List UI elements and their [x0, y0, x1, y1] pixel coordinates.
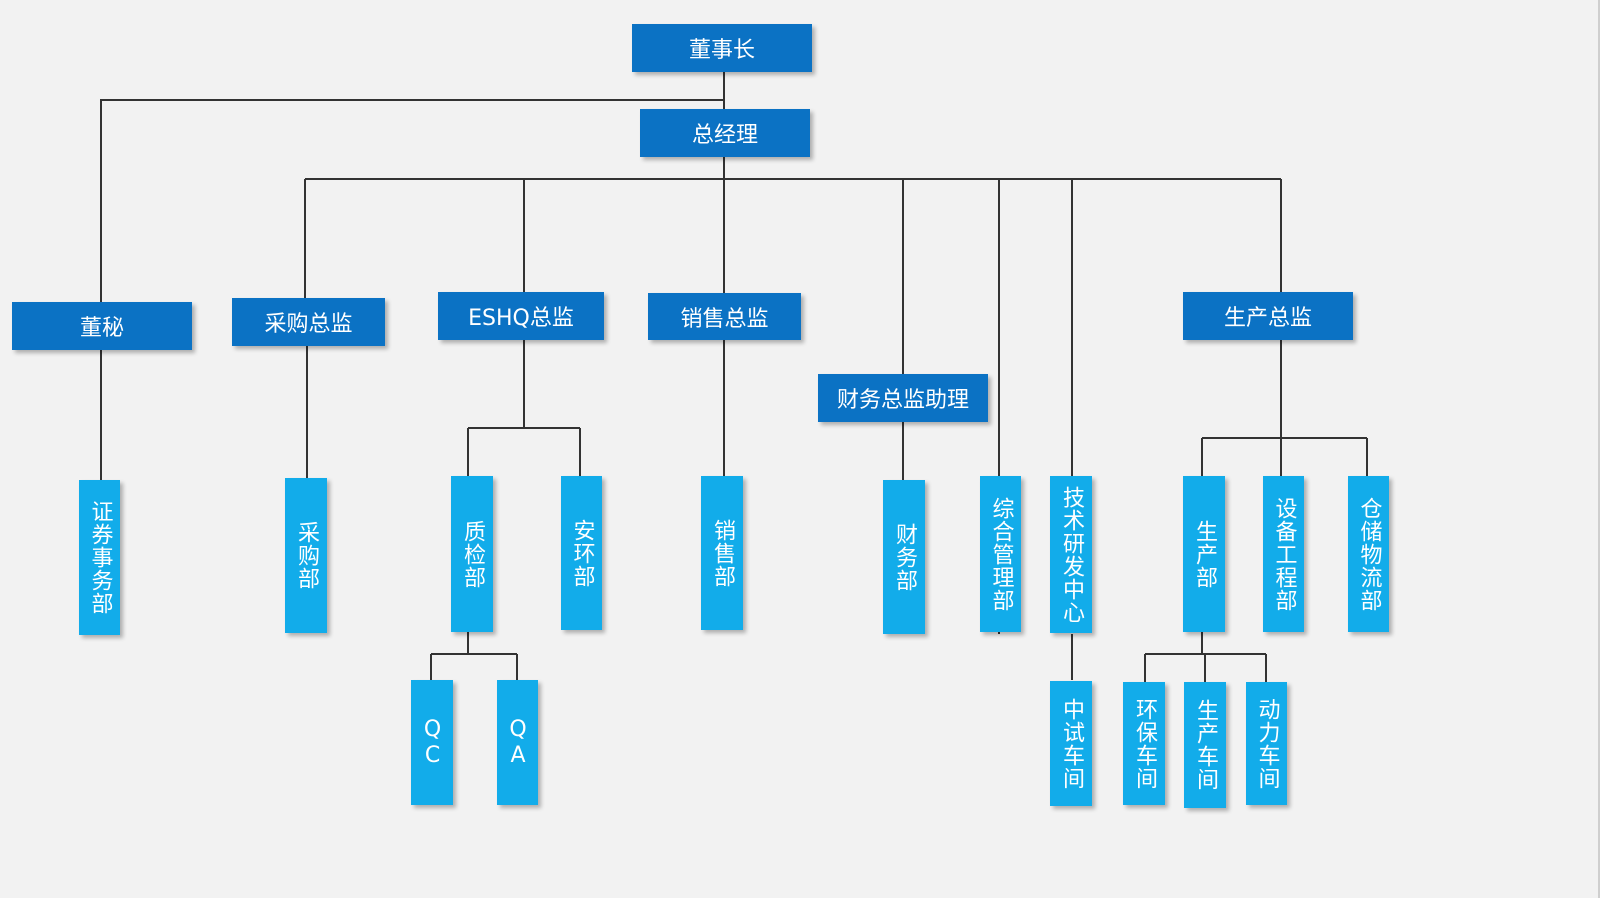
node-finance-dept: 财务部: [883, 480, 925, 634]
node-procurement-director: 采购总监: [232, 298, 385, 346]
connector-quality-to-qcqa: [430, 632, 518, 680]
node-eshq-director: ESHQ总监: [438, 292, 604, 340]
node-general-manager: 总经理: [640, 109, 810, 157]
connector-production-dept-to-workshops: [1144, 632, 1267, 682]
connector-chairman-to-secretary: [100, 99, 724, 302]
node-env-workshop: 环保车间: [1123, 682, 1165, 805]
node-pilot-workshop: 中试车间: [1050, 681, 1092, 806]
node-qc: QC: [411, 680, 453, 805]
node-finance-assistant: 财务总监助理: [818, 374, 988, 422]
node-qa: QA: [497, 680, 538, 805]
node-safety-env-dept: 安环部: [561, 476, 602, 630]
node-power-workshop: 动力车间: [1246, 682, 1287, 805]
node-sales-director: 销售总监: [648, 293, 801, 340]
node-chairman: 董事长: [632, 24, 812, 72]
node-prod-workshop: 生产车间: [1184, 682, 1226, 808]
node-admin-dept: 综合管理部: [980, 476, 1021, 632]
node-production-dept: 生产部: [1183, 476, 1225, 632]
connector-eshq-to-depts: [467, 340, 581, 476]
node-logistics-dept: 仓储物流部: [1348, 476, 1389, 632]
node-securities-dept: 证券事务部: [79, 480, 120, 635]
node-board-secretary: 董秘: [12, 302, 192, 350]
connector-production-to-depts: [1201, 340, 1368, 476]
node-sales-dept: 销售部: [701, 476, 743, 630]
node-quality-dept: 质检部: [451, 476, 493, 632]
right-edge-divider: [1598, 0, 1600, 898]
node-equipment-dept: 设备工程部: [1263, 476, 1304, 632]
node-procurement-dept: 采购部: [285, 478, 327, 633]
node-rnd-center: 技术研发中心: [1050, 476, 1092, 633]
node-production-director: 生产总监: [1183, 292, 1353, 340]
